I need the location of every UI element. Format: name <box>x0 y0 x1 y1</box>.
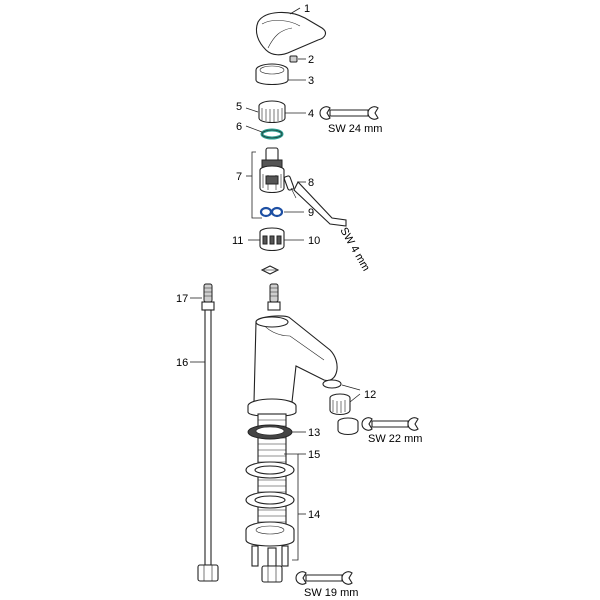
leader-6 <box>245 125 263 133</box>
part-aerator-ring <box>322 379 342 389</box>
part-washer-middle <box>245 491 295 509</box>
callout-5: 5 <box>236 101 242 113</box>
callout-14: 14 <box>308 509 320 521</box>
callout-17: 17 <box>176 293 188 305</box>
part-screw <box>283 175 297 199</box>
callout-9: 9 <box>308 207 314 219</box>
wrench-label-sw4: SW 4 mm <box>337 226 372 274</box>
part-aerator <box>329 393 351 416</box>
callout-6: 6 <box>236 121 242 133</box>
part-cover-ring <box>255 63 289 86</box>
part-hose-left <box>197 283 219 582</box>
callout-1: 1 <box>304 3 310 15</box>
allen-key-icon <box>293 181 347 227</box>
wrench-label-sw19: SW 19 mm <box>304 587 358 599</box>
bracket-7 <box>251 151 262 219</box>
wrench-icon <box>319 106 379 120</box>
part-cartridge <box>259 147 285 194</box>
part-spring-clip <box>260 265 280 275</box>
part-flow-body <box>259 227 285 252</box>
callout-8: 8 <box>308 177 314 189</box>
part-gasket <box>247 424 293 440</box>
part-bottom-fitting <box>261 547 283 583</box>
part-fixing-nut <box>245 521 295 567</box>
leader-5 <box>245 107 259 113</box>
part-aerator-housing <box>337 417 359 436</box>
callout-4: 4 <box>308 108 314 120</box>
wrench-icon <box>361 417 419 431</box>
callout-13: 13 <box>308 427 320 439</box>
part-teal-ring <box>260 128 284 140</box>
callout-12: 12 <box>364 389 376 401</box>
part-grub-screw <box>289 55 298 63</box>
part-tap-body <box>253 315 338 408</box>
bracket-14 <box>284 453 299 561</box>
callout-15: 15 <box>308 449 320 461</box>
part-o-rings <box>259 206 284 218</box>
leader-12 <box>341 384 361 403</box>
callout-2: 2 <box>308 54 314 66</box>
wrench-icon <box>295 571 353 585</box>
callout-3: 3 <box>308 75 314 87</box>
part-spout-cover <box>255 11 327 56</box>
part-washer-top <box>245 461 295 479</box>
wrench-label-sw24: SW 24 mm <box>328 123 382 135</box>
part-retaining-nut <box>258 100 286 124</box>
part-inlet-nipple <box>267 283 281 311</box>
leader-1 <box>289 7 301 15</box>
callout-16: 16 <box>176 357 188 369</box>
callout-11: 11 <box>232 235 243 247</box>
callout-7: 7 <box>236 171 242 183</box>
wrench-label-sw22: SW 22 mm <box>368 433 422 445</box>
callout-10: 10 <box>308 235 320 247</box>
